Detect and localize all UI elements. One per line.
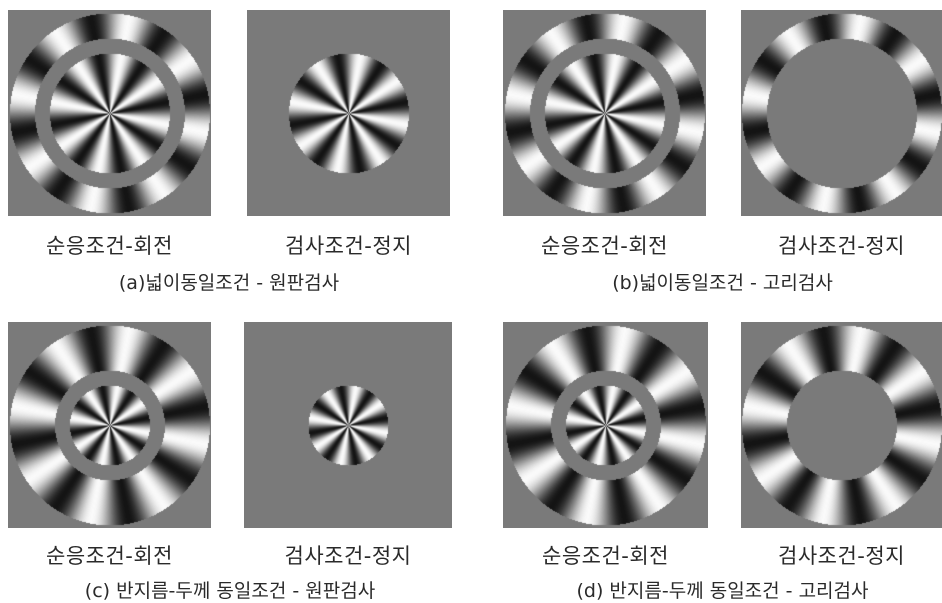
- stimulus-disk-and-ring-c: [8, 322, 211, 528]
- stimulus-ring-d: [741, 322, 942, 528]
- panel-b-test-static: [741, 10, 942, 216]
- subcaption-c: (c) 반지름-두께 동일조건 - 원판검사: [8, 576, 452, 603]
- caption-b-left: 순응조건-회전: [503, 230, 706, 260]
- caption-c-right: 검사조건-정지: [244, 540, 452, 570]
- panel-c-test-static: [244, 322, 452, 528]
- stimulus-disk-and-ring-b: [503, 10, 706, 216]
- caption-d-left: 순응조건-회전: [503, 540, 708, 570]
- stimulus-ring-b: [741, 10, 942, 216]
- subcaption-d: (d) 반지름-두께 동일조건 - 고리검사: [503, 576, 942, 603]
- stimulus-disk-and-ring-d: [503, 322, 708, 528]
- caption-a-left: 순응조건-회전: [8, 230, 211, 260]
- caption-d-right: 검사조건-정지: [741, 540, 942, 570]
- panel-d-test-static: [741, 322, 942, 528]
- caption-b-right: 검사조건-정지: [741, 230, 942, 260]
- panel-c-adapt-rotating: [8, 322, 211, 528]
- stimulus-disk-c: [244, 322, 452, 528]
- caption-c-left: 순응조건-회전: [8, 540, 211, 570]
- caption-a-right: 검사조건-정지: [247, 230, 450, 260]
- panel-a-adapt-rotating: [8, 10, 211, 216]
- subcaption-a: (a)넓이동일조건 - 원판검사: [8, 268, 450, 295]
- panel-b-adapt-rotating: [503, 10, 706, 216]
- panel-d-adapt-rotating: [503, 322, 708, 528]
- subcaption-b: (b)넓이동일조건 - 고리검사: [503, 268, 942, 295]
- stimulus-disk-and-ring-a: [8, 10, 211, 216]
- panel-a-test-static: [247, 10, 450, 216]
- stimulus-disk-a: [247, 10, 450, 216]
